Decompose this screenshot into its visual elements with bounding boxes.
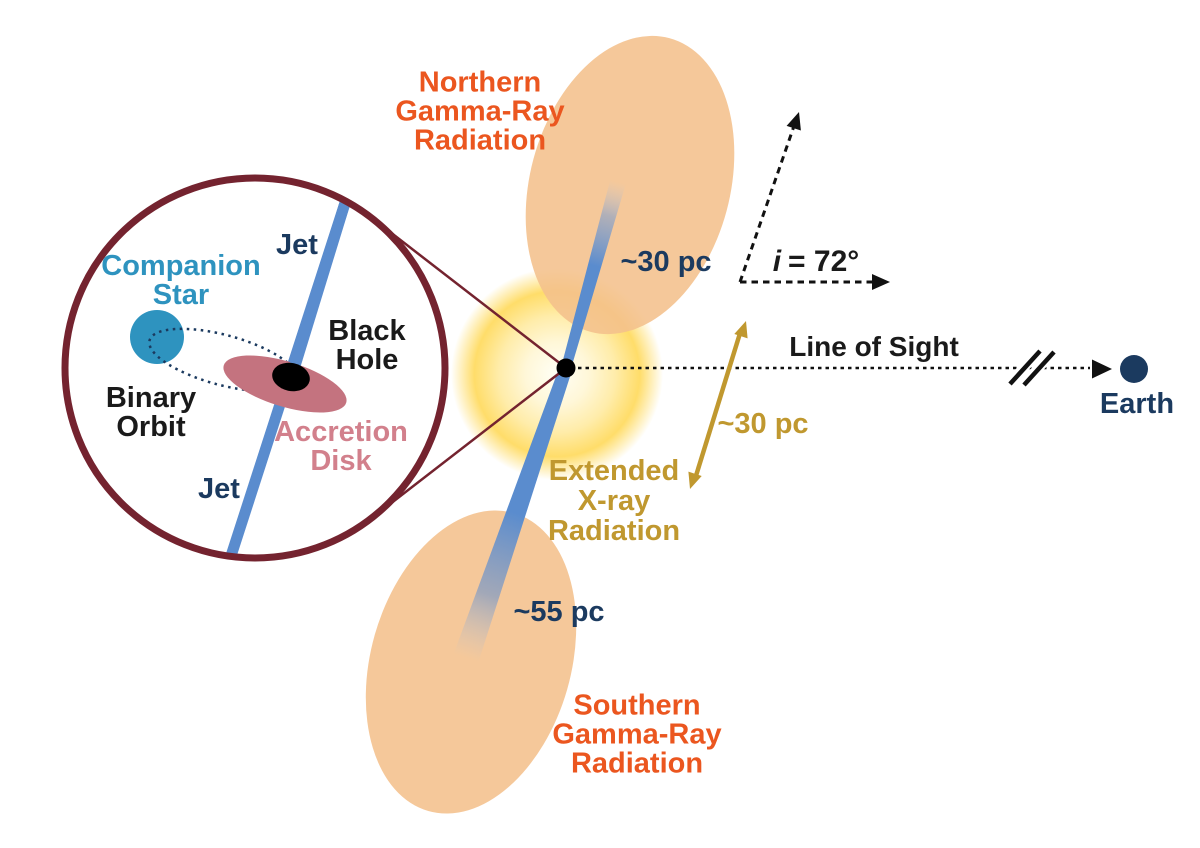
southern-gamma-line2: Gamma-Ray [552,718,722,751]
companion-star-shape [130,310,184,364]
xray-extent-arrowhead-top [734,321,748,339]
northern-jet-extent-label: ~30 pc [620,246,712,278]
inclination-jet-arrowhead [786,112,801,131]
extended-xray-label: Extended X-ray Radiation [548,456,680,546]
companion-star-line2: Star [152,279,210,311]
companion-star-line1: Companion [101,250,261,282]
xray-extent-arrowhead-bottom [688,471,702,489]
southern-jet-extent-label: ~55 pc [513,596,605,628]
inclination-horizontal-arrowhead [872,274,890,290]
inclination-symbol: i [772,245,782,278]
black-hole-shape [272,362,310,392]
accretion-disk-line2: Disk [310,445,372,477]
northern-jet-beam [561,179,626,370]
break-symbol-slash [1008,349,1042,386]
binary-inset [61,174,449,562]
xray-extent-arrow [688,321,748,489]
extended-xray-line2: X-ray [577,485,651,517]
black-hole-source-dot [556,358,576,378]
northern-gamma-line3: Radiation [413,124,547,157]
companion-star-label: Companion Star [101,252,261,310]
line-of-sight-arrowhead [1092,359,1112,379]
accretion-disk-label: Accretion Disk [274,418,408,476]
inclination-label: i= 72° [773,247,860,277]
line-of-sight-label: Line of Sight [789,331,959,362]
inclination-arrows [738,112,890,290]
black-hole-label: Black Hole [328,317,405,375]
binary-orbit-label: Binary Orbit [106,384,196,442]
extended-xray-line1: Extended [548,455,680,487]
black-hole-line1: Black [328,315,406,347]
break-symbol-slash [1022,350,1056,387]
southern-jet-beam [453,365,573,663]
northern-gamma-line1: Northern [418,66,542,99]
northern-gamma-line2: Gamma-Ray [395,95,565,128]
southern-gamma-line1: Southern [573,689,701,722]
xray-extent-shaft [692,329,744,480]
binary-orbit-line2: Orbit [116,411,186,443]
inset-jet-top-label: Jet [276,229,318,261]
binary-orbit-line1: Binary [105,382,197,414]
earth-label: Earth [1099,388,1175,420]
northern-gamma-label: Northern Gamma-Ray Radiation [395,66,565,157]
southern-gamma-line3: Radiation [570,747,704,780]
accretion-disk-line1: Accretion [274,416,408,448]
inset-jet-beam-front [285,201,351,381]
inset-circle-border [61,174,449,562]
southern-gamma-lobe [365,510,577,814]
northern-gamma-lobe [525,35,735,335]
inclination-jet-arrow [738,125,796,283]
inclination-value: = 72° [788,245,860,278]
inset-jet-bottom-label: Jet [198,473,240,505]
black-hole-line2: Hole [335,344,399,376]
earth-dot [1120,355,1148,383]
extended-xray-line3: Radiation [547,515,681,547]
southern-gamma-label: Southern Gamma-Ray Radiation [552,689,722,780]
xray-extent-label: ~30 pc [717,408,809,440]
